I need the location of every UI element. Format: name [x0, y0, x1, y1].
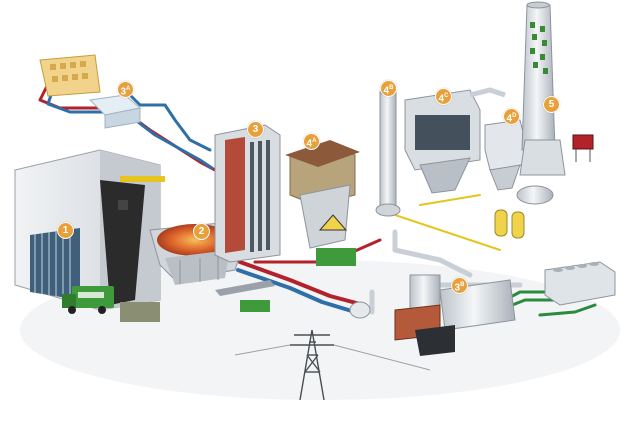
scrubber-4d: [484, 119, 526, 191]
crane-grab: [118, 200, 128, 210]
heat-consumer-building: [39, 54, 101, 97]
marker-5: 5: [543, 96, 560, 113]
heat-exchanger-box: [88, 94, 142, 129]
marker-4d: 4D: [503, 108, 520, 125]
air-cooled-condenser: [544, 261, 616, 306]
filter-house-4a: [285, 140, 360, 266]
marker-4c: 4C: [435, 88, 452, 105]
ash-conveyor: [215, 280, 275, 312]
marker-3a: 3A: [117, 81, 134, 98]
filter-tower-4b: [375, 88, 401, 217]
cold-pipe-3: [236, 268, 357, 314]
warning-sign-icon: [318, 214, 348, 231]
garbage-truck: [62, 286, 114, 314]
boiler-tower: [214, 124, 281, 263]
chimney-green-pattern: [530, 22, 548, 74]
waste-heap: [120, 302, 160, 322]
emissions-display-board: [572, 134, 594, 162]
marker-2: 2: [193, 223, 210, 240]
residue-container: [316, 248, 356, 266]
waste-bunker-building: [14, 149, 165, 322]
waste-pit: [100, 180, 145, 305]
hot-pipe-2: [238, 260, 362, 306]
baghouse-4c: [404, 87, 506, 194]
marker-4b: 4B: [380, 80, 397, 97]
door-slats: [34, 229, 71, 298]
yellow-pipe-1: [379, 209, 501, 251]
generator: [415, 325, 455, 356]
marker-3: 3: [247, 121, 264, 138]
marker-4a: 4A: [303, 133, 320, 150]
power-pylon: [234, 329, 431, 401]
marker-3b: 3B: [451, 277, 468, 294]
storage-tanks: [494, 185, 554, 239]
marker-1: 1: [57, 222, 74, 239]
yellow-pipe-2: [419, 194, 481, 206]
steam-pipe-1: [392, 229, 473, 278]
green-pipe-3: [538, 303, 597, 317]
cold-pipe-2: [128, 93, 212, 152]
furnace-fire: [157, 224, 233, 256]
chimney-5: [519, 1, 566, 176]
crane-rail: [120, 176, 165, 182]
